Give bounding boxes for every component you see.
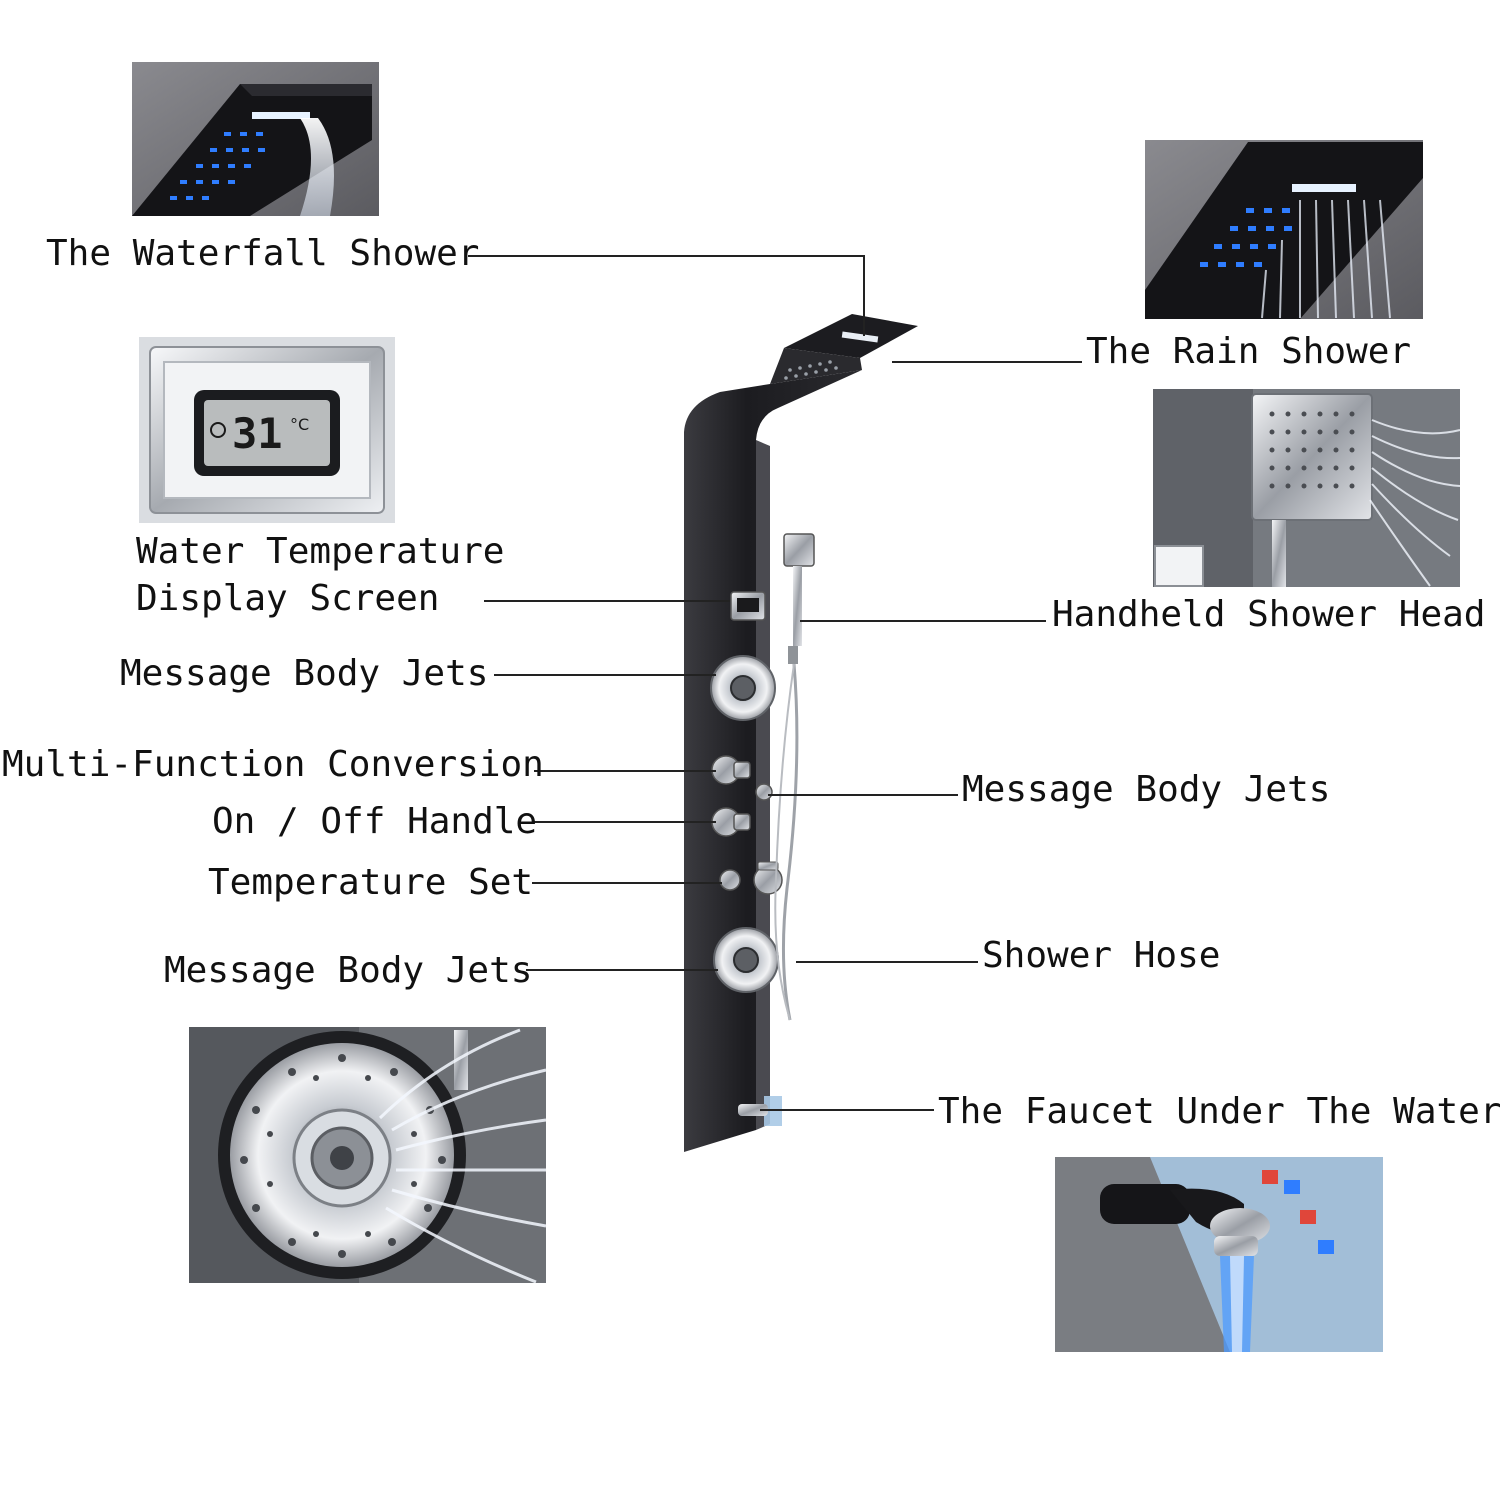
- rain-shower-photo: [1145, 140, 1423, 319]
- panel-handheld: [774, 533, 815, 1021]
- panel-jet-small: [755, 783, 773, 801]
- label-body-jets-right: Message Body Jets: [962, 769, 1331, 810]
- label-multi-function: Multi-Function Conversion: [2, 744, 544, 785]
- label-faucet: The Faucet Under The Water: [938, 1091, 1500, 1132]
- label-body-jets-lower: Message Body Jets: [164, 950, 533, 991]
- panel-knob-multi: [711, 755, 751, 785]
- panel-jet-upper: [710, 655, 776, 721]
- body-jet-photo: [189, 1027, 547, 1284]
- handheld-head-photo: [1153, 389, 1461, 587]
- label-temp-display-line1: Water Temperature: [136, 531, 505, 572]
- panel-jet-lower: [713, 927, 779, 993]
- label-temperature-set: Temperature Set: [208, 862, 534, 903]
- label-rain-shower: The Rain Shower: [1086, 331, 1412, 372]
- leader-lines: [468, 255, 1082, 1111]
- shower-panel: [684, 314, 918, 1152]
- lcd-reading: 31: [232, 409, 283, 458]
- lcd-display-photo: 31 °C: [139, 337, 395, 523]
- waterfall-photo: [132, 62, 379, 216]
- label-temp-display-line2: Display Screen: [136, 578, 440, 619]
- label-handheld-shower-head: Handheld Shower Head: [1052, 594, 1486, 635]
- label-on-off-handle: On / Off Handle: [212, 801, 538, 842]
- lcd-unit: °C: [290, 415, 309, 434]
- panel-faucet: [738, 1104, 768, 1116]
- label-body-jets-upper: Message Body Jets: [120, 653, 489, 694]
- faucet-photo: [1055, 1157, 1383, 1352]
- label-shower-hose: Shower Hose: [982, 935, 1221, 976]
- label-waterfall-shower: The Waterfall Shower: [46, 233, 480, 274]
- panel-knob-onoff: [711, 807, 751, 837]
